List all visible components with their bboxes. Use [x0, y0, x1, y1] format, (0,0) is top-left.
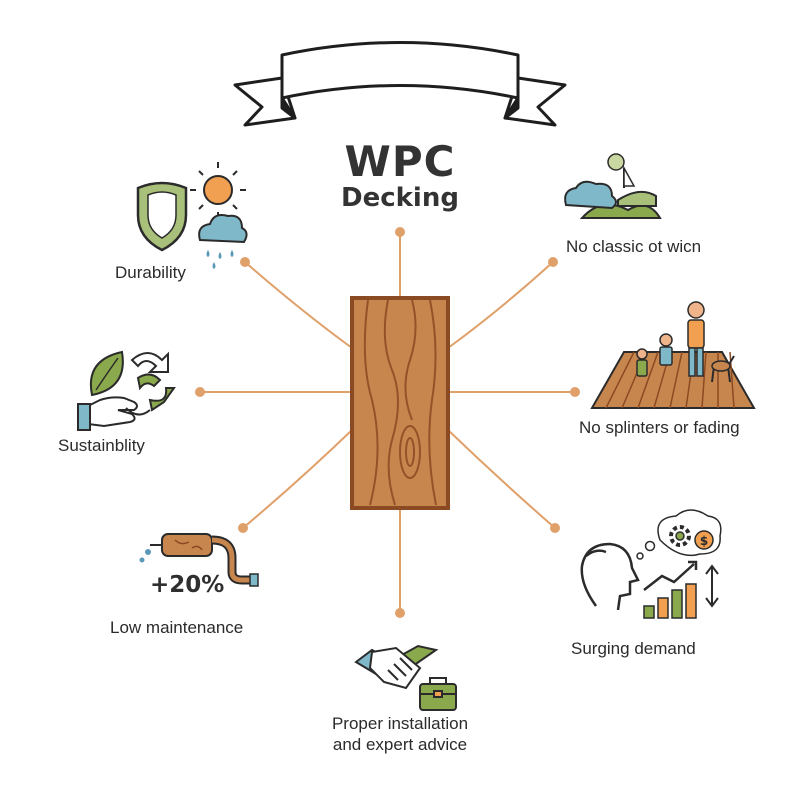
growth-chart-icon [643, 560, 719, 619]
rain-cloud-icon [198, 214, 248, 269]
recycle-icon [125, 351, 176, 416]
shield-icon [136, 181, 188, 252]
connector-dots [195, 227, 580, 618]
wood-plank-icon [350, 296, 450, 510]
label-durability: Durability [115, 263, 186, 282]
cloud-landscape-icon [564, 153, 662, 219]
label-sustainability: Sustainblity [58, 436, 145, 455]
maintenance-stat: +20% [150, 572, 225, 598]
diagram-title: WPC [344, 137, 456, 186]
family-deck-icon [590, 301, 756, 409]
leaf-icon [89, 350, 124, 397]
diagram-subtitle: Decking [341, 183, 459, 213]
label-splinters: No splinters or fading [579, 418, 740, 437]
leaking-pipe-icon [139, 533, 259, 587]
banner-icon [233, 41, 567, 127]
svg-text:$: $ [700, 534, 708, 548]
dollar-icon: $ [694, 530, 714, 550]
label-installation-line2: and expert advice [332, 735, 468, 754]
sun-icon [190, 162, 246, 218]
handshake-icon [354, 644, 439, 690]
briefcase-icon [419, 677, 457, 711]
label-demand: Surging demand [571, 639, 696, 658]
connectors [200, 232, 575, 613]
person-thinking-icon [580, 542, 640, 611]
hand-icon [77, 396, 138, 431]
label-installation-line1: Proper installation [331, 714, 469, 733]
gear-icon [669, 525, 691, 547]
label-classic: No classic ot wicn [566, 237, 702, 256]
label-low-maintenance: Low maintenance [110, 618, 244, 637]
